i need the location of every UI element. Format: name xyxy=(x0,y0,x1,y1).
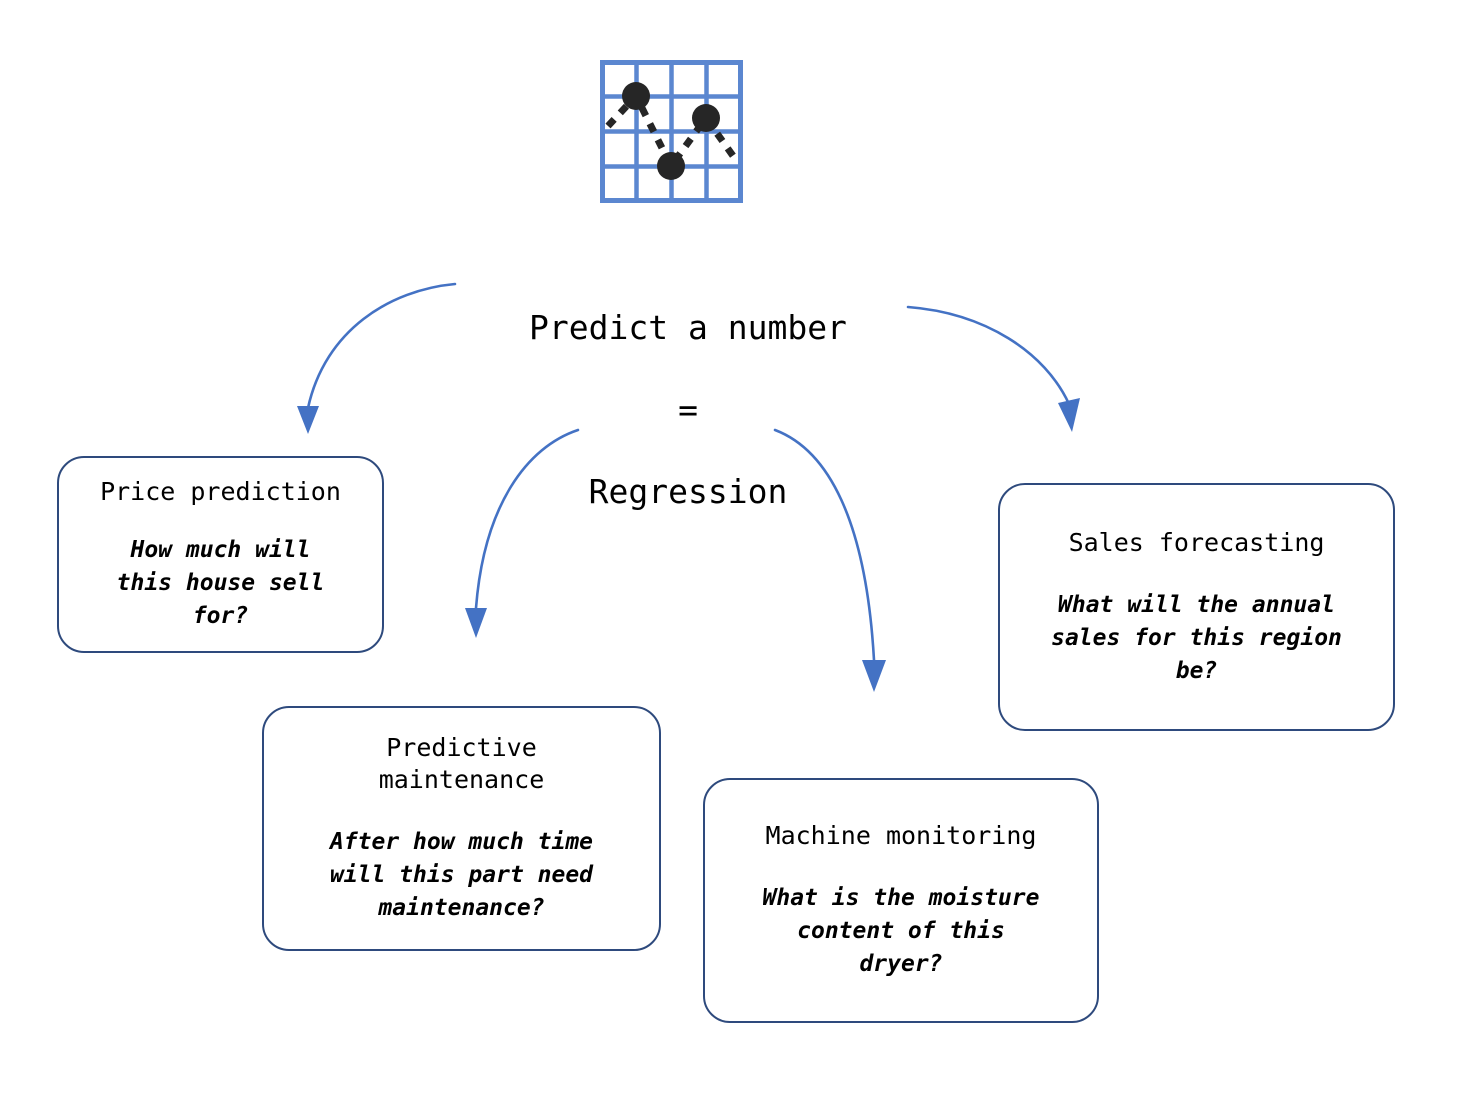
hub-title-line-1: Predict a number xyxy=(529,308,847,347)
card-price-prediction-title: Price prediction xyxy=(100,477,341,506)
card-predictive-maintenance-question: After how much time will this part need … xyxy=(329,829,594,921)
card-machine-monitoring[interactable]: Machine monitoring What is the moisture … xyxy=(703,778,1099,1023)
scatter-line-chart-icon xyxy=(600,60,743,203)
card-machine-monitoring-question: What is the moisture content of this dry… xyxy=(762,885,1040,977)
hub-title-line-3: Regression xyxy=(588,472,788,511)
card-price-prediction[interactable]: Price prediction How much will this hous… xyxy=(57,456,384,653)
card-sales-forecasting-question: What will the annual sales for this regi… xyxy=(1051,591,1342,684)
card-predictive-maintenance[interactable]: Predictive maintenance After how much ti… xyxy=(262,706,661,951)
hub-title: Predict a number = Regression xyxy=(438,266,938,553)
card-sales-forecasting[interactable]: Sales forecasting What will the annual s… xyxy=(998,483,1395,731)
card-price-prediction-question: How much will this house sell for? xyxy=(116,537,325,629)
arrow-to-price-prediction xyxy=(297,282,457,434)
card-sales-forecasting-title: Sales forecasting xyxy=(1068,527,1325,557)
card-predictive-maintenance-title: Predictive maintenance xyxy=(378,733,545,794)
hub-title-line-2: = xyxy=(678,390,698,429)
card-machine-monitoring-title: Machine monitoring xyxy=(765,821,1037,850)
